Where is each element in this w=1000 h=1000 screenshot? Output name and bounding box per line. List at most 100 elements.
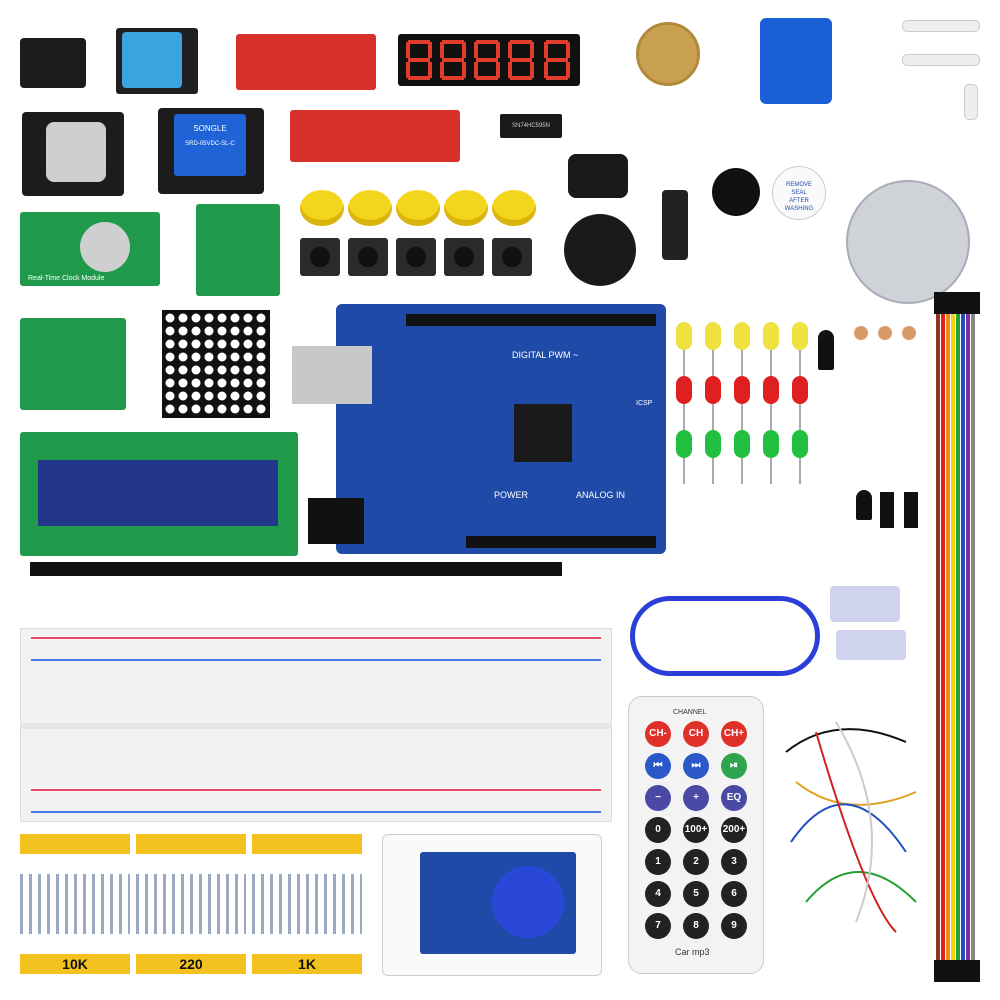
matrix-dot (217, 339, 227, 349)
seven-segment-display (398, 34, 580, 86)
remote-key-100+[interactable]: 100+ (683, 817, 709, 843)
matrix-dot (217, 378, 227, 388)
matrix-dot (178, 391, 188, 401)
matrix-dot (256, 391, 266, 401)
remote-key-6[interactable]: 6 (721, 881, 747, 907)
matrix-dot (243, 404, 253, 414)
microcontroller-chip (514, 404, 572, 462)
matrix-dot (243, 365, 253, 375)
matrix-dot (217, 352, 227, 362)
led (705, 376, 721, 404)
remote-key-1[interactable]: 1 (645, 849, 671, 875)
potentiometer (636, 22, 700, 86)
remote-key-2[interactable]: 2 (683, 849, 709, 875)
usb-a-plug (836, 630, 906, 660)
tactile-switch-3 (396, 238, 436, 276)
remote-key-0[interactable]: 0 (645, 817, 671, 843)
led-lead (741, 404, 743, 430)
active-buzzer (712, 168, 760, 216)
led (734, 430, 750, 458)
usb-cable (630, 586, 910, 686)
led (734, 376, 750, 404)
remote-key-8[interactable]: 8 (683, 913, 709, 939)
servo-horns (902, 20, 982, 120)
buzzer-text-4: WASHING (784, 206, 814, 212)
matrix-dot (256, 339, 266, 349)
remote-key-CH+[interactable]: CH+ (721, 721, 747, 747)
remote-key-3[interactable]: 3 (721, 849, 747, 875)
remote-key-+[interactable]: + (683, 785, 709, 811)
led-lead (770, 350, 772, 376)
matrix-dot (243, 339, 253, 349)
transistor-2 (880, 492, 894, 528)
led (705, 430, 721, 458)
matrix-dot (191, 378, 201, 388)
led (734, 322, 750, 350)
led (792, 322, 808, 350)
remote-key-200+[interactable]: 200+ (721, 817, 747, 843)
remote-key-9[interactable]: 9 (721, 913, 747, 939)
led-assortment (676, 322, 808, 484)
matrix-dot (191, 326, 201, 336)
remote-key-[interactable]: ⏮ (645, 753, 671, 779)
dc-jack (308, 498, 364, 544)
dc-barrel-plug (662, 190, 688, 260)
resistor-label-220: 220 (136, 954, 246, 974)
matrix-dot (256, 378, 266, 388)
led (792, 376, 808, 404)
remote-channel-label: CHANNEL (673, 709, 707, 716)
photoresistor-3 (902, 326, 916, 340)
photoresistor-1 (854, 326, 868, 340)
remote-key-[interactable]: ⏯ (721, 753, 747, 779)
shift-register-chip: SN74HC595N (500, 114, 562, 138)
led-lead (799, 350, 801, 376)
battery-clip (568, 154, 628, 198)
matrix-dot (204, 339, 214, 349)
remote-key-4[interactable]: 4 (645, 881, 671, 907)
matrix-dot (178, 326, 188, 336)
resistor-label-1k: 1K (252, 954, 362, 974)
led-lead (741, 350, 743, 376)
matrix-dot (230, 339, 240, 349)
matrix-dot (165, 365, 175, 375)
icsp-label: ICSP (636, 400, 653, 407)
led (705, 322, 721, 350)
led-lead (741, 458, 743, 484)
remote-key-5[interactable]: 5 (683, 881, 709, 907)
matrix-dot (191, 352, 201, 362)
joystick-cap (564, 214, 636, 286)
matrix-dot (204, 352, 214, 362)
matrix-dot (217, 326, 227, 336)
remote-key-CH[interactable]: CH- (645, 721, 671, 747)
remote-key-CH[interactable]: CH (683, 721, 709, 747)
relay-spec: SRD-05VDC-SL-C (185, 141, 235, 147)
remote-key-[interactable]: − (645, 785, 671, 811)
buzzer-text-3: AFTER (789, 198, 809, 204)
bottom-header (466, 536, 656, 548)
remote-key-7[interactable]: 7 (645, 913, 671, 939)
led (763, 322, 779, 350)
resistor-label-10k: 10K (20, 954, 130, 974)
matrix-dot (178, 339, 188, 349)
remote-key-EQ[interactable]: EQ (721, 785, 747, 811)
matrix-dot (204, 378, 214, 388)
matrix-dot (165, 339, 175, 349)
led (763, 430, 779, 458)
buzzer-text-2: SEAL (791, 190, 807, 196)
power-label: POWER (494, 490, 529, 500)
joystick-sensor-module (20, 38, 86, 88)
matrix-dot (204, 391, 214, 401)
led-lead (683, 404, 685, 430)
usb-b-plug (830, 586, 900, 622)
yellow-cap-1 (300, 190, 344, 226)
matrix-dot (230, 378, 240, 388)
matrix-dot (204, 404, 214, 414)
rtc-label: Real-Time Clock Module (28, 275, 105, 282)
rtc-module: Real-Time Clock Module (20, 212, 160, 286)
rgb-led-module (22, 112, 124, 196)
remote-key-[interactable]: ⏭ (683, 753, 709, 779)
tactile-switch-4 (444, 238, 484, 276)
matrix-dot (217, 391, 227, 401)
resistor-pack-10k: 10K (20, 834, 130, 974)
relay-module: SONGLE SRD-05VDC-SL-C (158, 108, 264, 194)
